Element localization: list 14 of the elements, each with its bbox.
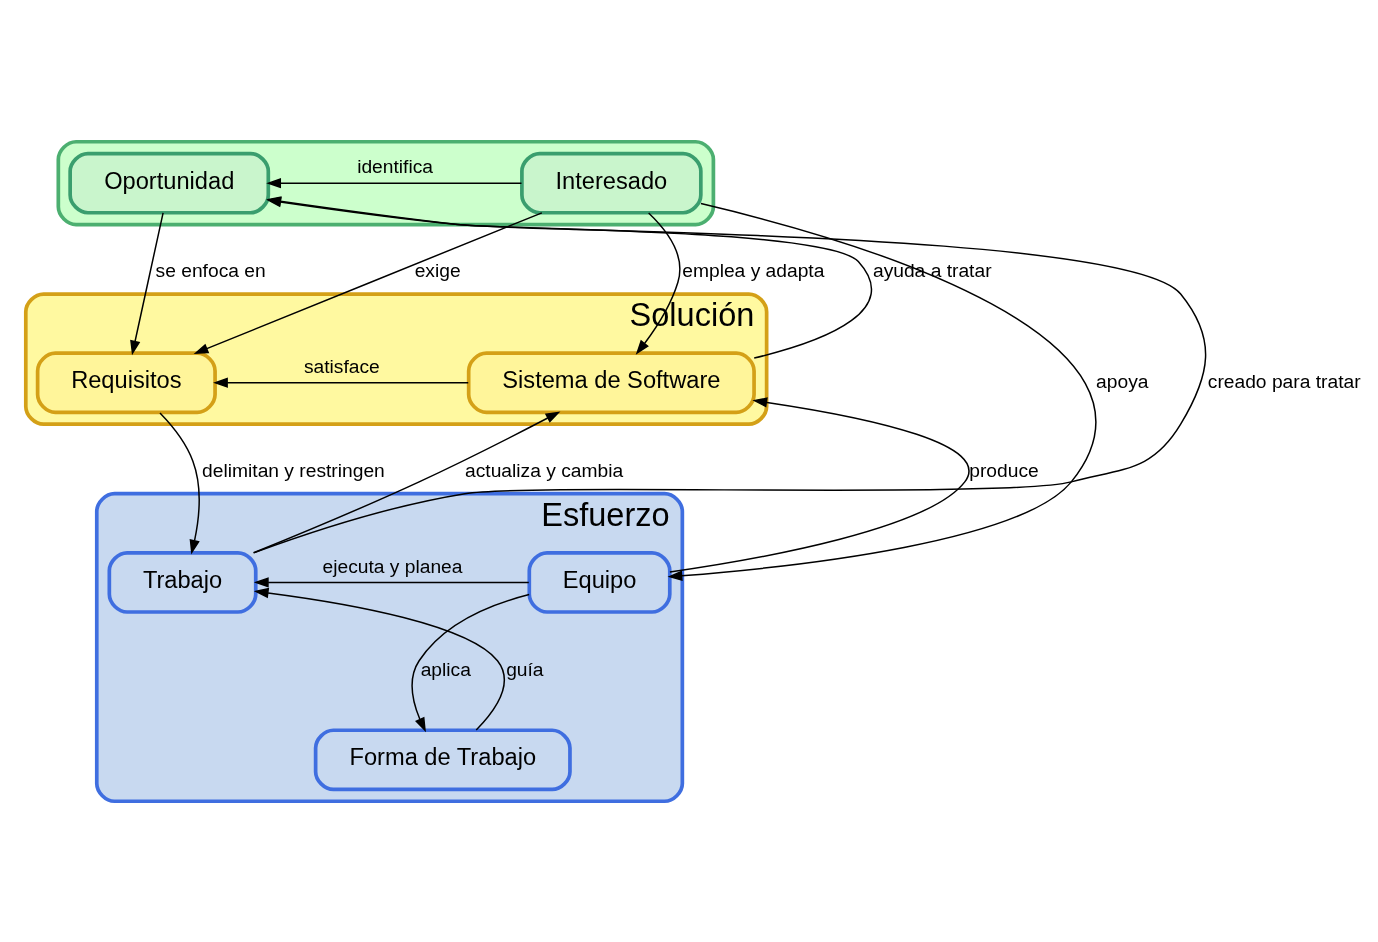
edge-label: produce [969, 459, 1039, 481]
edge-label: actualiza y cambia [465, 459, 624, 481]
edge-label: satisface [303, 355, 380, 377]
edge-label: delimitan y restringen [202, 459, 385, 481]
edge-label: ejecuta y planea [322, 555, 463, 577]
edge-label: identifica [357, 155, 434, 177]
edge-label: apoya [1096, 370, 1149, 392]
edge-label: se enfoca en [155, 259, 266, 281]
edge-label: ayuda a tratar [872, 259, 992, 281]
edge-label: guía [506, 658, 544, 680]
edge-label: emplea y adapta [682, 259, 825, 281]
edge-label: creado para tratar [1207, 370, 1361, 392]
edge-label: exige [414, 259, 461, 281]
edge-label: aplica [420, 658, 471, 680]
